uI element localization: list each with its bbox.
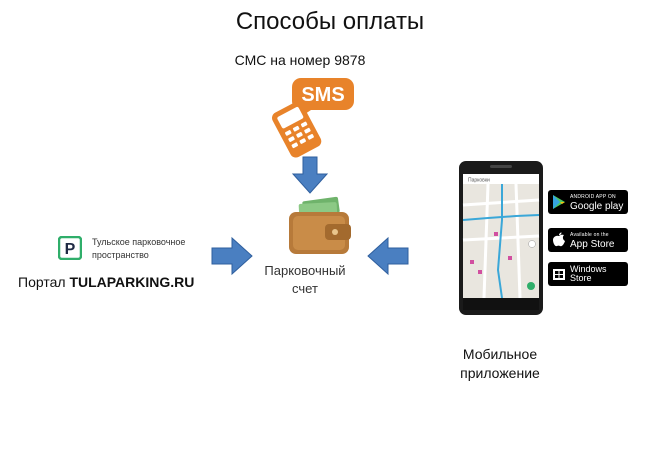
google-play-big: Google play bbox=[570, 201, 624, 212]
portal-name-line2: пространство bbox=[92, 250, 149, 260]
google-play-badge[interactable]: ANDROID APP ON Google play bbox=[548, 190, 628, 214]
portal-logo-icon: P bbox=[58, 236, 82, 260]
portal-caption: Портал TULAPARKING.RU bbox=[18, 274, 194, 290]
portal-name-line1: Тульское парковочное bbox=[92, 237, 186, 247]
mobile-caption: Мобильное приложение bbox=[440, 345, 560, 383]
arrow-down-icon bbox=[291, 156, 329, 194]
arrow-right-icon bbox=[211, 236, 253, 276]
app-store-badge[interactable]: Available on the App Store bbox=[548, 228, 628, 252]
page-title: Способы оплаты bbox=[235, 8, 425, 35]
google-play-icon bbox=[553, 195, 565, 209]
portal-caption-prefix: Портал bbox=[18, 274, 70, 290]
smartphone-icon: Парковки bbox=[459, 161, 543, 315]
wallet-caption-line1: Парковочный bbox=[264, 263, 346, 278]
phone-app-title: Парковки bbox=[468, 178, 490, 184]
apple-icon bbox=[553, 232, 565, 247]
mobile-caption-line2: приложение bbox=[460, 365, 540, 381]
mobile-caption-line1: Мобильное bbox=[462, 346, 538, 362]
wallet-icon bbox=[289, 196, 351, 254]
portal-name: Тульское парковочное пространство bbox=[92, 236, 232, 262]
app-store-small: Available on the bbox=[570, 232, 609, 238]
wallet-caption-line2: счет bbox=[292, 281, 318, 296]
sms-bubble-text: SMS bbox=[301, 84, 344, 106]
google-play-small: ANDROID APP ON bbox=[570, 194, 616, 200]
windows-store-line2: Store bbox=[570, 273, 592, 283]
portal-site-link: TULAPARKING.RU bbox=[69, 274, 195, 290]
sms-caption: СМС на номер 9878 bbox=[234, 52, 366, 68]
windows-icon bbox=[553, 269, 565, 280]
windows-store-badge[interactable]: Windows Store bbox=[548, 262, 628, 286]
sms-phone-icon: SMS bbox=[272, 78, 354, 158]
windows-store-line1: Windows bbox=[570, 264, 607, 274]
portal-logo-letter: P bbox=[65, 241, 76, 258]
wallet-caption: Парковочный счет bbox=[255, 262, 355, 298]
app-store-big: App Store bbox=[570, 239, 615, 250]
arrow-left-icon bbox=[367, 236, 409, 276]
